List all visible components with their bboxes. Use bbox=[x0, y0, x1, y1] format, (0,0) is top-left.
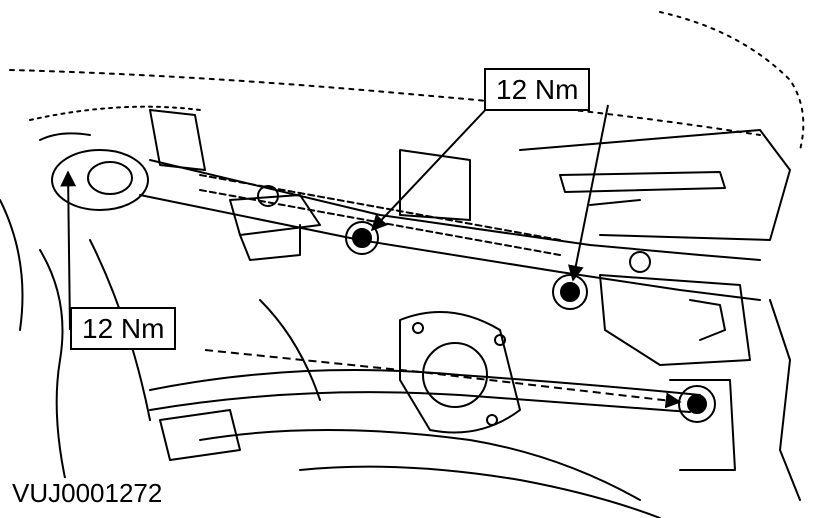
line-drawing bbox=[0, 11, 805, 518]
callout-arrows bbox=[60, 104, 682, 409]
torque-label-top: 12 Nm bbox=[484, 68, 591, 111]
arrow-top-right-bolt bbox=[567, 104, 609, 282]
torque-label-left: 12 Nm bbox=[70, 307, 177, 350]
arrow-top-left-bolt bbox=[370, 104, 491, 232]
arrow-lower-bolt bbox=[204, 349, 682, 409]
arrow-left-mount bbox=[60, 170, 77, 331]
reference-code: VUJ0001272 bbox=[8, 478, 167, 509]
